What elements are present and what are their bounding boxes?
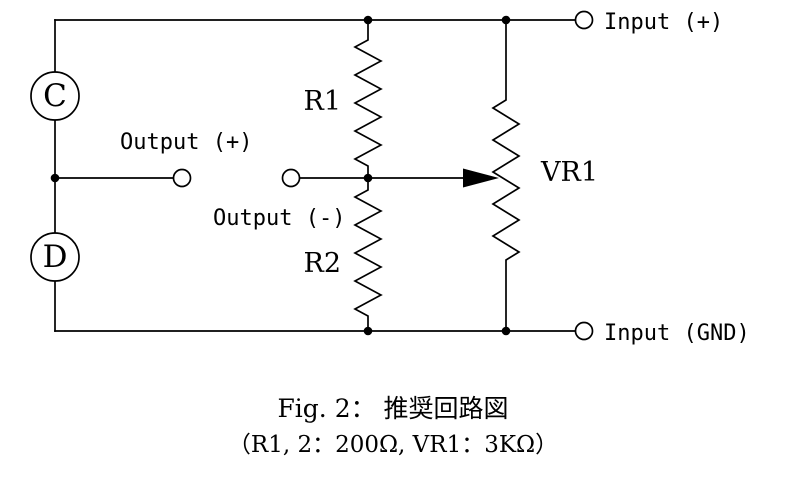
r2-label: R2 [303, 248, 341, 279]
figure-caption-title: Fig. 2： 推奨回路図 [277, 394, 508, 423]
resistor-r1-symbol [353, 19, 383, 179]
output-plus-label: Output (+) [120, 130, 252, 155]
resistor-r2-symbol [353, 177, 383, 332]
junction-dot-left-mid [50, 173, 60, 183]
output-plus-terminal [172, 168, 192, 188]
input-gnd-terminal [574, 321, 594, 341]
node-c-label: C [43, 78, 67, 114]
junction-dot-r2-bottom [363, 326, 373, 336]
output-minus-label: Output (-) [213, 206, 345, 231]
junction-dot-vr1-top [501, 15, 511, 25]
junction-dot-center-mid [363, 173, 373, 183]
junction-dot-r1-top [363, 15, 373, 25]
figure-caption-values: （R1, 2：200Ω, VR1：3KΩ） [228, 432, 558, 458]
junction-dot-vr1-bottom [501, 326, 511, 336]
input-plus-label: Input (+) [604, 10, 723, 35]
potentiometer-vr1-symbol [491, 19, 521, 332]
output-minus-terminal [281, 168, 301, 188]
node-circles [30, 71, 80, 282]
input-plus-terminal [574, 10, 594, 30]
vr1-label: VR1 [540, 157, 598, 188]
wires [54, 19, 576, 332]
junction-dots [50, 15, 511, 336]
node-c-circle [30, 71, 80, 121]
node-d-circle [30, 232, 80, 282]
input-gnd-label: Input (GND) [604, 321, 750, 346]
r1-label: R1 [303, 86, 341, 117]
wiper-arrow-icon [463, 168, 499, 188]
node-d-label: D [43, 239, 68, 275]
terminal-circles [172, 10, 594, 341]
